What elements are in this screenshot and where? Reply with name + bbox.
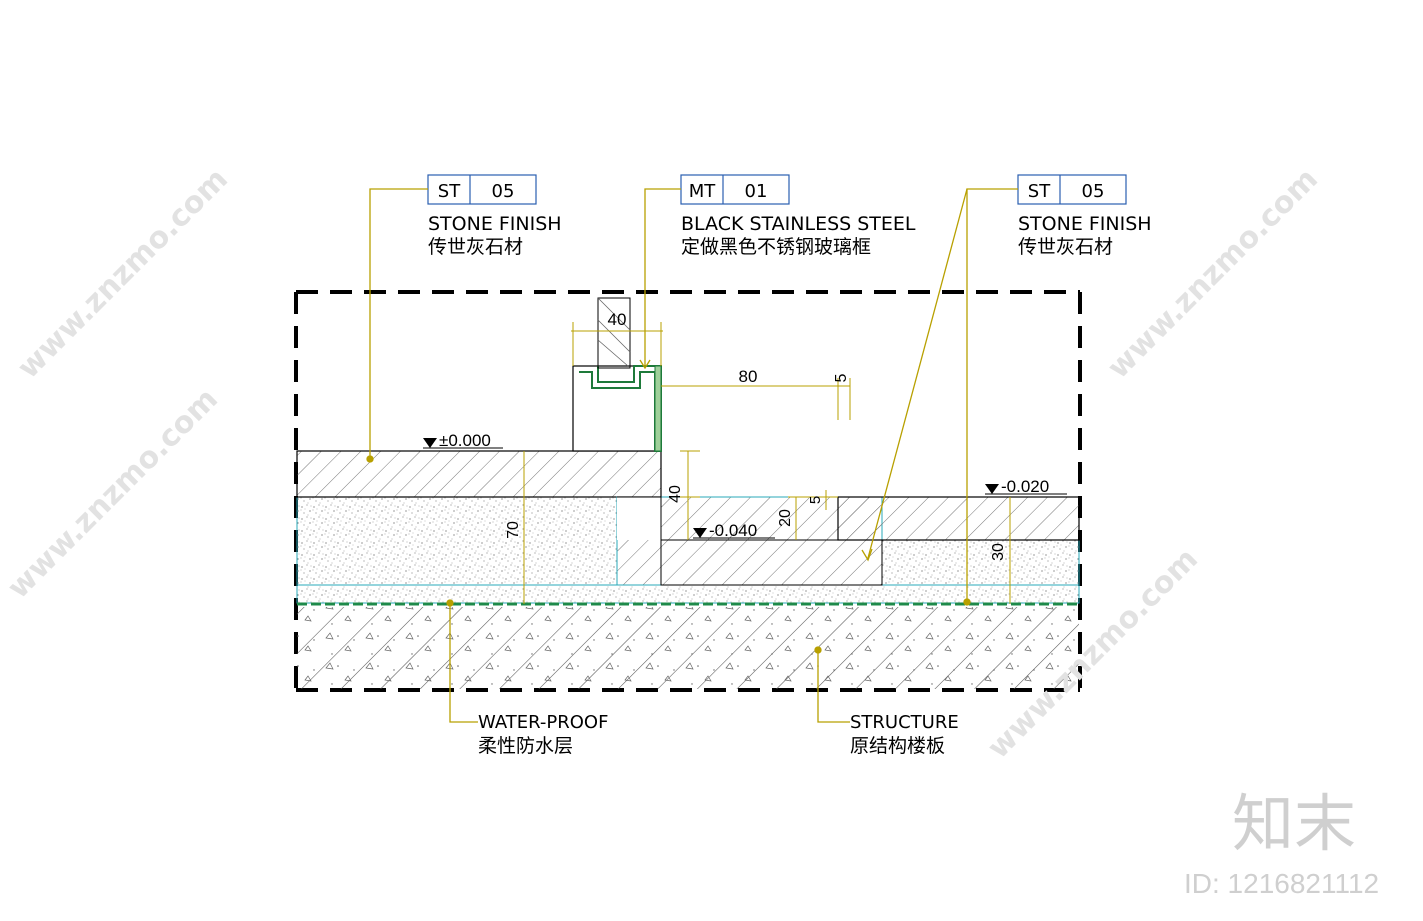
level-minus-040-text: -0.040 bbox=[709, 521, 757, 540]
dim-depth-5: 5 bbox=[807, 496, 824, 504]
tag-right-cn: 传世灰石材 bbox=[1018, 236, 1113, 258]
tag-left-cn: 传世灰石材 bbox=[428, 236, 523, 258]
dim-step-h: 40 bbox=[667, 485, 684, 503]
tag-right-code: ST bbox=[1028, 181, 1051, 202]
tag-left-num: 05 bbox=[492, 181, 515, 202]
level-minus-020-text: -0.020 bbox=[1001, 477, 1049, 496]
level-zero-text: ±0.000 bbox=[439, 431, 491, 450]
dim-depth-20: 20 bbox=[777, 509, 794, 527]
label-structure: STRUCTURE 原结构楼板 bbox=[850, 712, 959, 757]
tag-left: ST 05 STONE FINISH 传世灰石材 bbox=[427, 174, 562, 258]
dim-frame-width: 40 bbox=[608, 310, 627, 329]
structure-cn: 原结构楼板 bbox=[850, 735, 945, 757]
tag-left-en: STONE FINISH bbox=[428, 213, 562, 235]
level-zero: ±0.000 bbox=[423, 431, 503, 450]
level-minus-040: -0.040 bbox=[693, 521, 775, 540]
tag-right-num: 05 bbox=[1082, 181, 1105, 202]
leader-lines bbox=[366, 188, 1018, 723]
structure-slab bbox=[297, 607, 1079, 689]
watermark-id: ID: 1216821112 bbox=[1184, 868, 1379, 899]
dim-right-thk: 30 bbox=[990, 543, 1007, 561]
structure-en: STRUCTURE bbox=[850, 712, 959, 733]
tag-right: ST 05 STONE FINISH 传世灰石材 bbox=[1017, 174, 1152, 258]
watermark-site-3: www.znzmo.com bbox=[1, 382, 225, 606]
watermark-logo: 知末 bbox=[1232, 787, 1356, 860]
tag-middle-cn: 定做黑色不锈钢玻璃框 bbox=[681, 236, 871, 258]
dimension-texts: 40 80 5 40 70 20 5 30 bbox=[505, 310, 1007, 561]
section-boundary bbox=[294, 290, 1082, 692]
watermark-site-2: www.znzmo.com bbox=[1101, 162, 1325, 386]
tag-middle-code: MT bbox=[689, 181, 717, 202]
steel-frame bbox=[572, 297, 662, 452]
dim-small: 5 bbox=[833, 373, 850, 382]
tag-middle: MT 01 BLACK STAINLESS STEEL 定做黑色不锈钢玻璃框 bbox=[680, 174, 916, 258]
level-minus-020: -0.020 bbox=[985, 477, 1067, 496]
dim-gap: 80 bbox=[739, 367, 758, 386]
watermark-site-1: www.znzmo.com bbox=[11, 162, 235, 386]
tag-left-code: ST bbox=[438, 181, 461, 202]
tag-middle-en: BLACK STAINLESS STEEL bbox=[681, 213, 916, 235]
label-waterproof: WATER-PROOF 柔性防水层 bbox=[478, 712, 608, 757]
waterproof-en: WATER-PROOF bbox=[478, 712, 608, 733]
tag-right-en: STONE FINISH bbox=[1018, 213, 1152, 235]
dimension-lines bbox=[523, 322, 1011, 604]
waterproof-cn: 柔性防水层 bbox=[478, 735, 573, 757]
tag-middle-num: 01 bbox=[745, 181, 768, 202]
dim-stone-thk: 70 bbox=[505, 521, 522, 539]
stone-finish-left bbox=[296, 450, 883, 586]
